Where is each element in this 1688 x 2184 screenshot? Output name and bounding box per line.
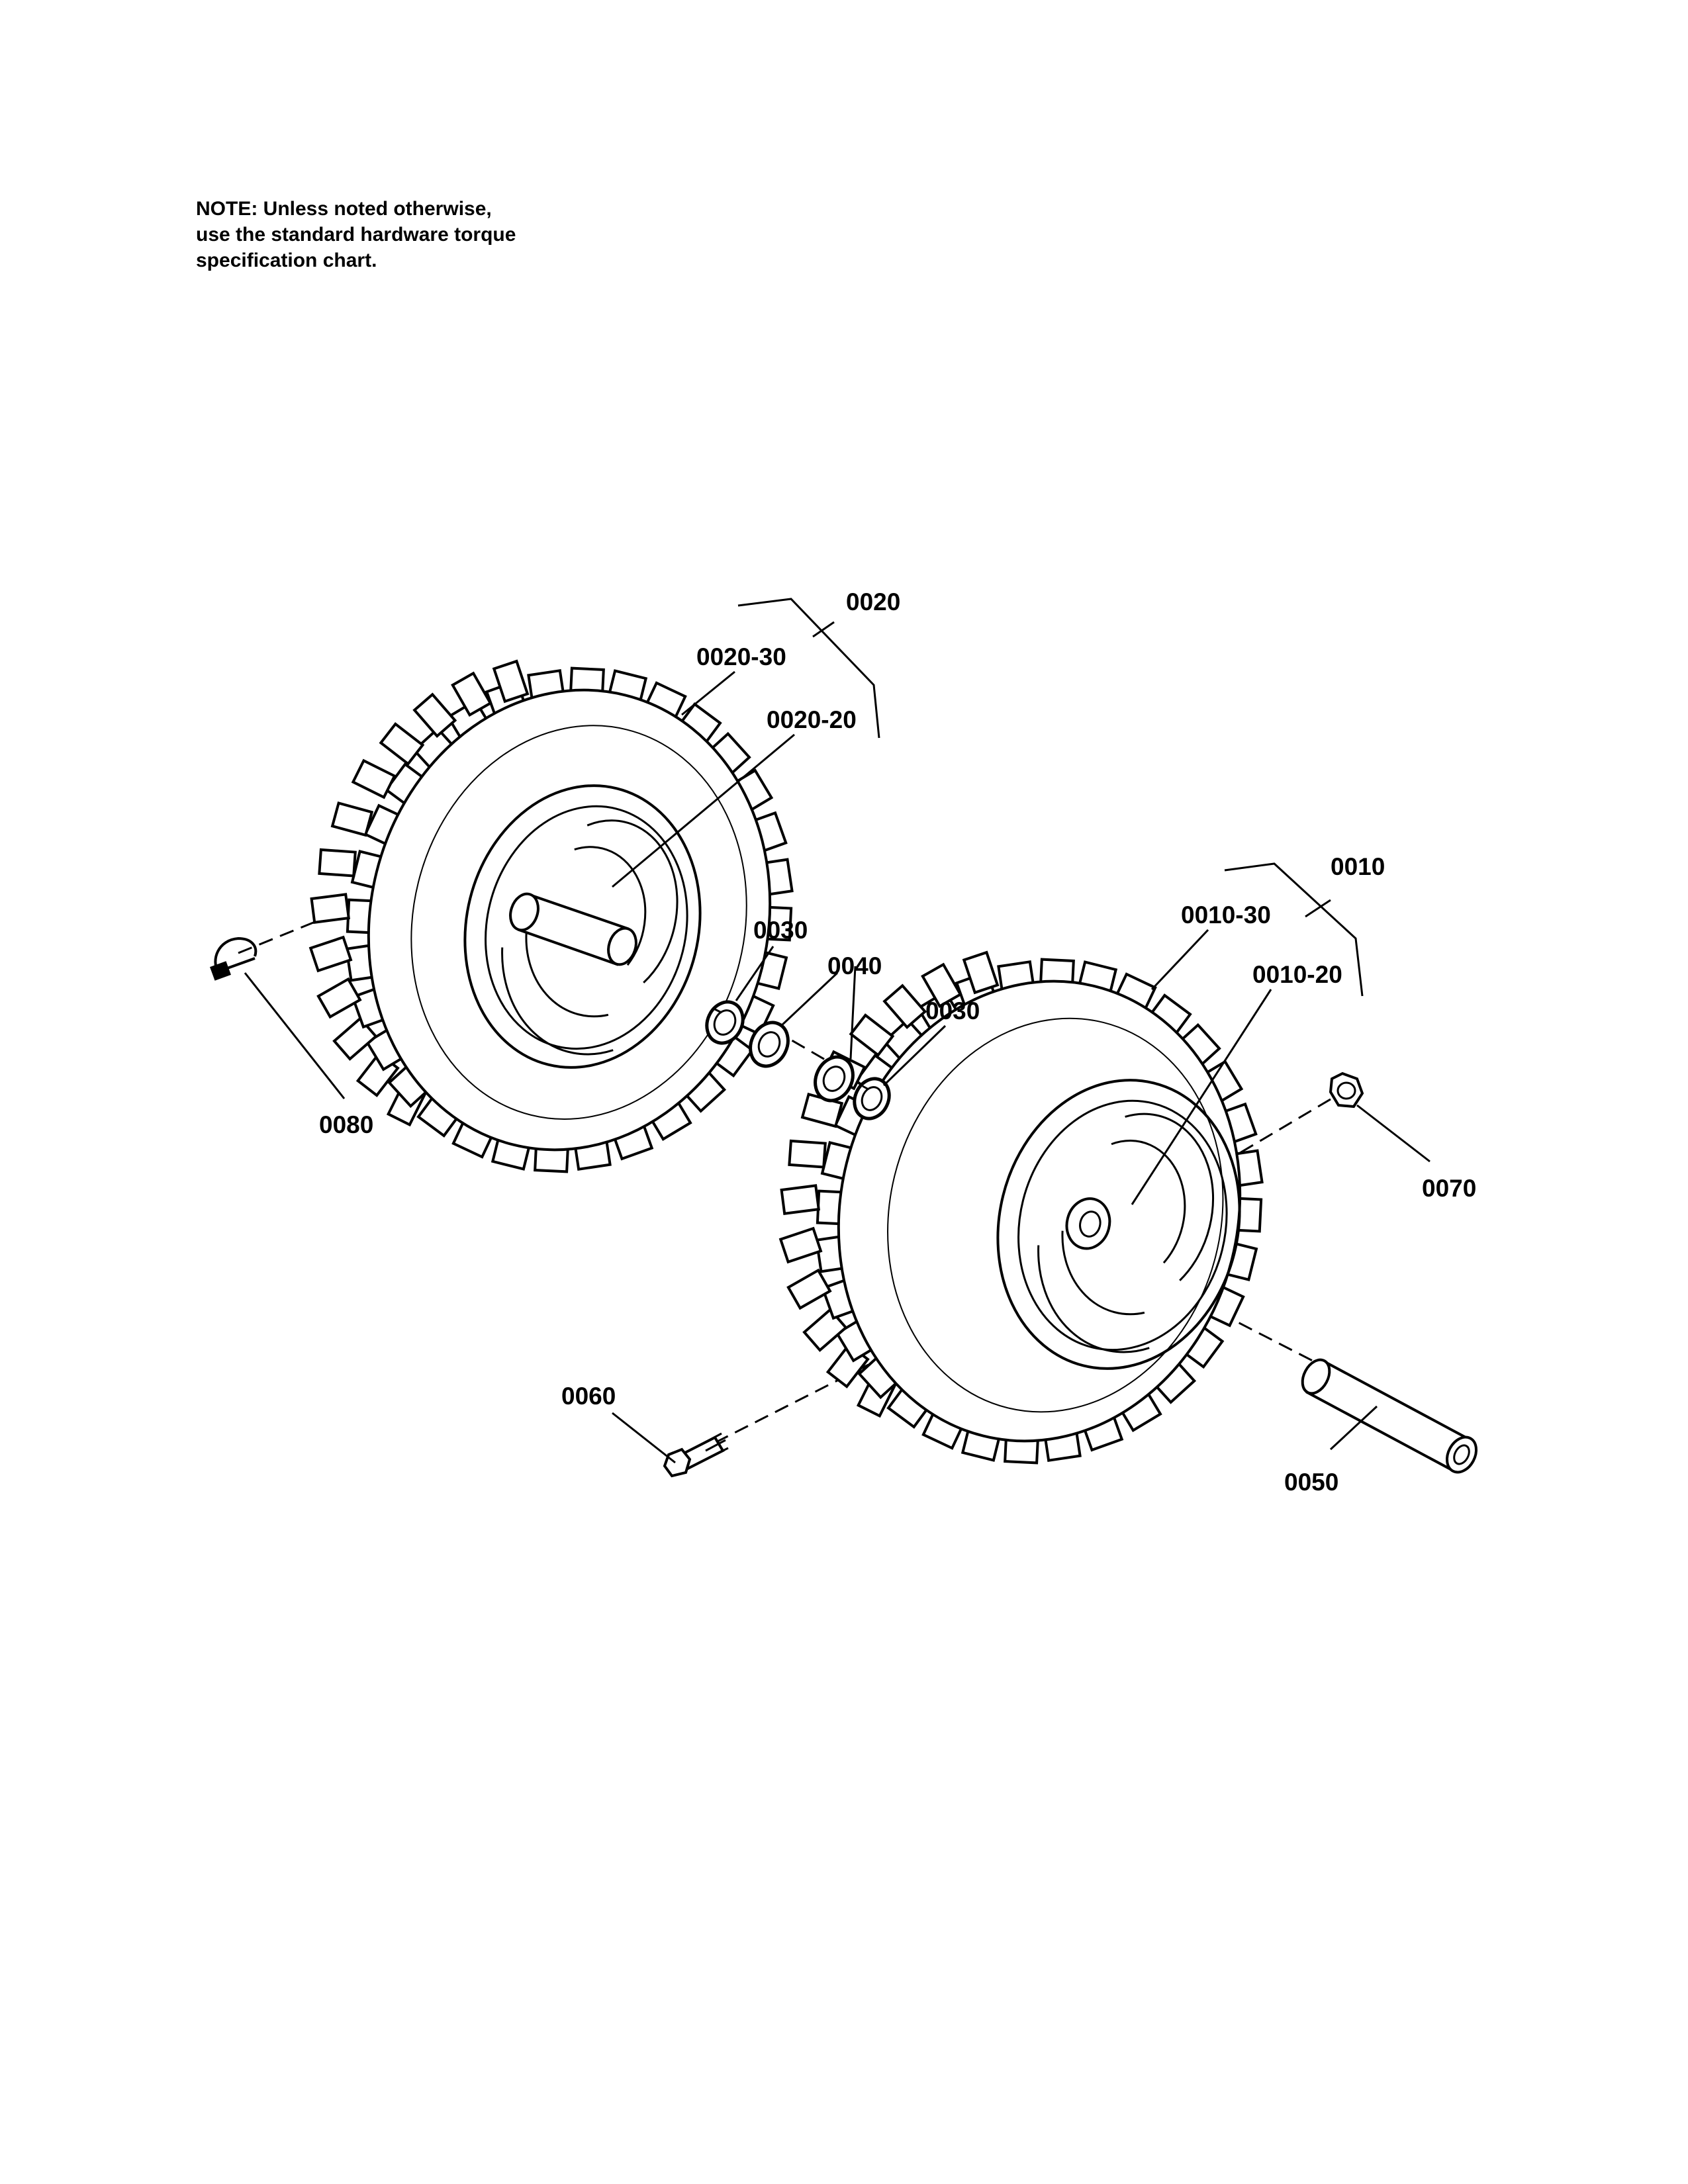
wheel-assembly-left [308, 659, 794, 1173]
callout-0020: 0020 [846, 588, 900, 615]
tire-sidewall-left [410, 725, 747, 1120]
rim-dish-right-3 [1037, 1245, 1150, 1353]
right-tread-block [802, 1308, 848, 1352]
hex-bolt [663, 1432, 729, 1478]
bracket-0020 [737, 598, 880, 739]
callout-0020-20: 0020-20 [767, 706, 857, 733]
flat-washer [749, 1021, 790, 1068]
callout-0050: 0050 [1284, 1469, 1338, 1496]
callout-0030b: 0030 [925, 997, 980, 1024]
right-tread-block [780, 1184, 821, 1215]
leader-lines [244, 598, 1430, 1464]
rim-dish-left-4 [525, 933, 609, 1018]
rim-inner-left [485, 805, 688, 1050]
rim-inner-right [1017, 1099, 1228, 1351]
rim-outer-right [996, 1079, 1241, 1370]
rim-dish-right-2 [1111, 1140, 1186, 1264]
right-tread-block [849, 1013, 895, 1058]
callout-0010-30: 0010-30 [1181, 901, 1271, 929]
rim-dish-left-3 [501, 947, 614, 1056]
left-tread-block [451, 671, 492, 717]
left-tread-block [412, 692, 457, 738]
note-line-3: specification chart. [196, 250, 377, 271]
callout-labels: 0020 0020-30 0020-20 0010 0010-30 0010-2… [319, 588, 1476, 1496]
callout-0010: 0010 [1331, 853, 1385, 880]
leader-0030b [882, 1024, 947, 1087]
wheel-assembly-right [778, 950, 1264, 1465]
left-tread-block [330, 801, 374, 837]
rim-dish-right-4 [1061, 1230, 1145, 1316]
leader-0030a [735, 946, 774, 1001]
callout-0030a: 0030 [753, 917, 808, 944]
axle-end-left [607, 927, 637, 966]
callout-0060: 0060 [561, 1383, 616, 1410]
hex-nut [1329, 1071, 1364, 1109]
rim-left [463, 784, 702, 1069]
leader-0050 [1329, 1405, 1378, 1451]
left-tread-block [308, 935, 353, 973]
note-line-1: NOTE: Unless noted otherwise, [196, 198, 492, 220]
leader-0070 [1356, 1104, 1430, 1163]
spring-washer-1 [705, 1000, 745, 1045]
left-tread-block [318, 848, 357, 878]
rim-outer-left [463, 784, 702, 1069]
spring-washer-2 [853, 1077, 891, 1120]
leader-0060 [612, 1412, 676, 1464]
left-tread-block [332, 1017, 378, 1061]
right-tread-block [786, 1268, 832, 1310]
leader-0080 [244, 972, 346, 1099]
tire-sidewall-right [887, 1017, 1224, 1413]
callout-0080: 0080 [319, 1111, 373, 1138]
leader-0010-30 [1150, 929, 1209, 991]
right-tread-block [778, 1226, 823, 1264]
torque-note: NOTE: Unless noted otherwise, use the st… [196, 196, 516, 273]
flat-washer-2 [814, 1055, 855, 1103]
note-line-2: use the standard hardware torque [196, 224, 516, 246]
callout-0010-20: 0010-20 [1252, 961, 1342, 988]
right-tread-block [921, 962, 962, 1009]
rim-dish-left-1 [586, 819, 679, 983]
spacer-tube [1301, 1358, 1478, 1474]
leader-0010-connector [1305, 899, 1331, 918]
leader-0020-20 [612, 733, 795, 888]
right-tread-block [882, 983, 927, 1029]
rim-right [996, 1079, 1241, 1370]
right-tread-block [788, 1139, 827, 1169]
left-tread-block [492, 659, 530, 704]
leader-0010-20 [1131, 989, 1272, 1205]
left-tread-block [310, 893, 351, 924]
axle-shaft-left [509, 892, 637, 966]
callout-0020-30: 0020-30 [696, 643, 786, 670]
bracket-0010 [1224, 862, 1364, 997]
tire-right [778, 950, 1264, 1465]
tire-tread-right [778, 950, 1264, 1465]
callout-0070: 0070 [1422, 1175, 1476, 1202]
spacer-line [1098, 1250, 1331, 1371]
left-tread-block [316, 977, 362, 1019]
hairpin-clip [210, 936, 258, 981]
rim-dish-left-2 [574, 846, 647, 966]
right-tread-block [962, 950, 1000, 995]
leader-0040 [849, 966, 857, 1060]
leader-0020-connector [812, 621, 835, 638]
hub-hole-right [1079, 1210, 1102, 1238]
left-tread-block [351, 758, 397, 799]
leader-0040-b [780, 972, 839, 1027]
left-tread-block [379, 722, 425, 766]
leader-0020-30 [681, 670, 735, 716]
axle-base-left [509, 892, 539, 932]
rim-dish-right-1 [1125, 1113, 1215, 1281]
callout-0040: 0040 [827, 952, 882, 979]
